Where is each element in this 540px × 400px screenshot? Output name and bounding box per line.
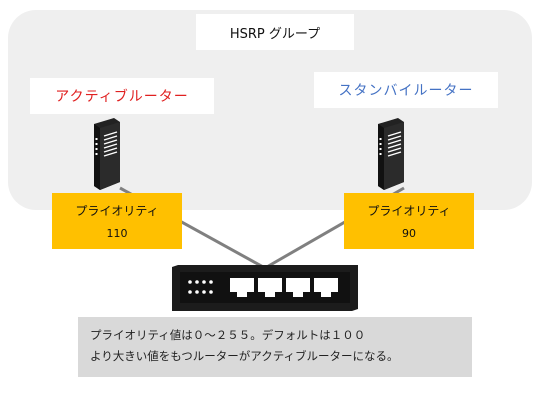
active-priority-label: プライオリティ bbox=[75, 204, 159, 218]
priority-note: プライオリティ値は０～２５５。デフォルトは１００ より大きい値をもつルーターがア… bbox=[78, 317, 472, 377]
priority-note-line-2: より大きい値をもつルーターがアクティブルーターになる。 bbox=[90, 349, 399, 363]
priority-note-line-1: プライオリティ値は０～２５５。デフォルトは１００ bbox=[90, 328, 366, 342]
active-priority-box: プライオリティ 110 bbox=[52, 193, 182, 249]
standby-priority-box: プライオリティ 90 bbox=[344, 193, 474, 249]
standby-router-server-icon bbox=[378, 118, 404, 190]
active-router-label: アクティブルーター bbox=[30, 78, 214, 114]
active-priority-value: 110 bbox=[106, 227, 128, 240]
standby-router-label: スタンバイルーター bbox=[314, 72, 498, 108]
active-router-label-text: アクティブルーター bbox=[55, 89, 189, 105]
group-title: HSRP グループ bbox=[196, 14, 354, 50]
standby-router-label-text: スタンバイルーター bbox=[338, 83, 474, 99]
standby-priority-value: 90 bbox=[402, 227, 416, 240]
standby-priority-label: プライオリティ bbox=[367, 204, 451, 218]
active-router-server-icon bbox=[94, 118, 120, 190]
network-switch-icon bbox=[172, 265, 358, 311]
group-title-text: HSRP グループ bbox=[229, 26, 321, 42]
